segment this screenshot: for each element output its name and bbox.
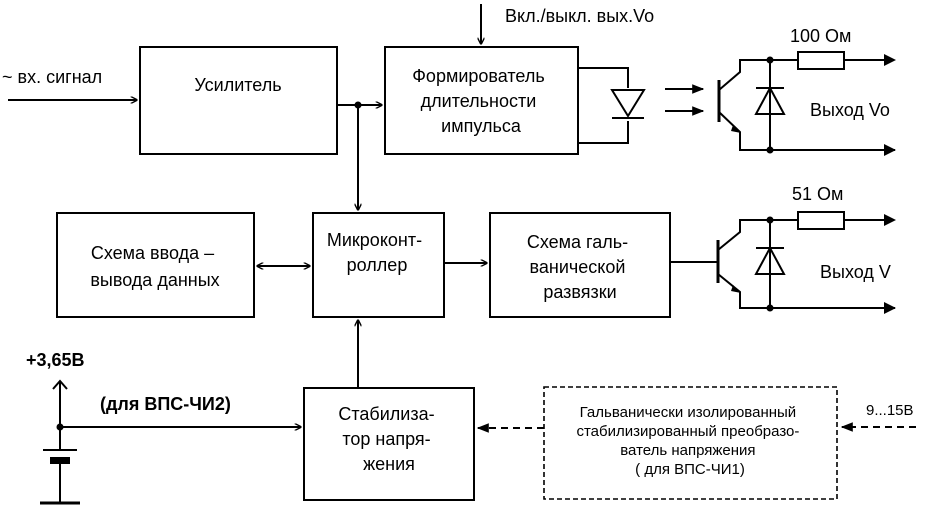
output-v-label: Выход V	[820, 262, 891, 282]
galvanic-isolation-label: Схема галь- ванической развязки	[527, 232, 633, 302]
amplifier-label: Усилитель	[194, 75, 281, 95]
battery-symbol	[40, 379, 80, 505]
supply-range-label: 9...15В	[866, 402, 914, 419]
led-diode-symbol	[578, 67, 646, 144]
io-circuit-block: Схема ввода – вывода данных	[56, 212, 255, 318]
protection-diode-v	[754, 216, 786, 312]
converter-label: Гальванически изолированный стабилизиров…	[576, 404, 803, 478]
io-circuit-label: Схема ввода – вывода данных	[90, 243, 219, 290]
resistor-100-label: 100 Ом	[790, 26, 851, 46]
resistor-100-ohm	[797, 51, 896, 156]
microcontroller-label: Микроконт- роллер	[327, 230, 427, 275]
galvanic-isolation-block: Схема галь- ванической развязки	[489, 212, 671, 318]
light-emission-arrows	[665, 84, 705, 116]
resistor-51-ohm	[797, 211, 896, 314]
protection-diode-vo	[754, 56, 786, 154]
for-vps-chi2-label: (для ВПС-ЧИ2)	[100, 394, 231, 414]
microcontroller-block: Микроконт- роллер	[312, 212, 445, 318]
output-vo-label: Выход Vo	[810, 100, 890, 120]
stabilizer-label: Стабилиза- тор напря- жения	[338, 404, 439, 474]
amplifier-block: Усилитель	[139, 46, 338, 155]
on-off-label: Вкл./выкл. вых.Vo	[505, 6, 654, 26]
amp-to-former-line	[337, 101, 382, 109]
input-signal-label: ~ вх. сигнал	[2, 67, 102, 87]
resistor-51-label: 51 Ом	[792, 184, 843, 204]
battery-voltage-label: +3,65В	[26, 350, 85, 370]
pulse-former-block: Формирователь длительности импульса	[384, 46, 579, 155]
pulse-former-label: Формирователь длительности импульса	[412, 66, 549, 136]
stabilizer-block: Стабилиза- тор напря- жения	[303, 387, 475, 501]
converter-block: Гальванически изолированный стабилизиров…	[543, 386, 838, 500]
